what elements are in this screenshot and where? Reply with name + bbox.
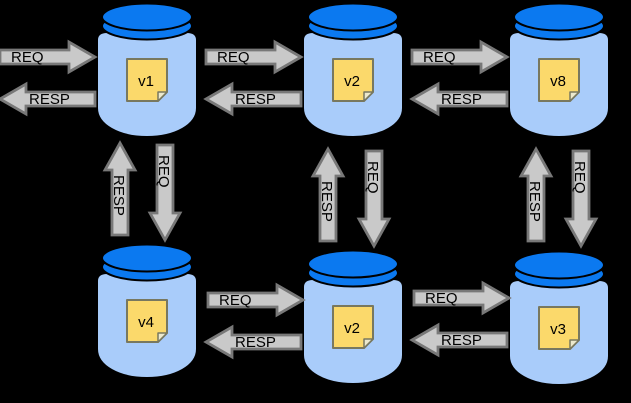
arrow-req-v2-to-v8: REQ	[410, 40, 509, 74]
arrow-label: REQ	[217, 49, 250, 66]
sticky-note-label: v8	[550, 73, 566, 90]
arrow-req-v2-to-v2b: REQ	[357, 149, 391, 248]
database-jar-icon	[302, 249, 404, 385]
arrow-label: REQ	[423, 49, 456, 66]
arrow-req-v2b-to-v3: REQ	[412, 281, 511, 315]
arrow-resp-v1-to-client: RESP	[0, 82, 97, 116]
arrow-resp-v4-to-v1: RESP	[103, 141, 137, 237]
jar-v4-bottom: v4	[96, 243, 198, 379]
arrow-label: REQ	[364, 161, 381, 194]
arrow-label: REQ	[425, 290, 458, 307]
jar-v3-bottom: v3	[508, 250, 610, 386]
jar-v2-bottom: v2	[302, 249, 404, 385]
arrow-req-client-to-v1: REQ	[0, 40, 97, 74]
sticky-note-label: v3	[550, 321, 566, 338]
arrow-label: RESP	[318, 181, 335, 222]
arrow-label: RESP	[235, 334, 276, 351]
arrow-req-v1-to-v2: REQ	[204, 40, 303, 74]
arrow-label: REQ	[219, 292, 252, 309]
arrow-resp-v8-to-v2: RESP	[410, 82, 509, 116]
arrow-label: RESP	[441, 91, 482, 108]
arrow-req-v8-to-v3: REQ	[564, 149, 598, 248]
arrow-label: REQ	[11, 49, 44, 66]
database-jar-icon	[96, 243, 198, 379]
arrow-label: RESP	[110, 175, 127, 216]
database-jar-icon	[302, 2, 404, 138]
sticky-note-label: v1	[138, 73, 154, 90]
database-jar-icon	[508, 250, 610, 386]
sticky-note-label: v2	[344, 73, 360, 90]
jar-v1-top: v1	[96, 2, 198, 138]
jar-v8-top: v8	[508, 2, 610, 138]
arrow-resp-v2-to-v1: RESP	[204, 82, 303, 116]
sticky-note-label: v4	[138, 314, 154, 331]
arrow-label: REQ	[155, 155, 172, 188]
arrow-resp-v2b-to-v4: RESP	[204, 325, 303, 359]
arrow-req-v1-to-v4: REQ	[148, 143, 182, 242]
database-jar-icon	[96, 2, 198, 138]
arrow-resp-v3-to-v2b: RESP	[410, 323, 509, 357]
arrow-req-v4-to-v2b: REQ	[206, 283, 305, 317]
arrow-label: REQ	[571, 161, 588, 194]
arrow-label: RESP	[526, 181, 543, 222]
sticky-note-label: v2	[344, 320, 360, 337]
arrow-label: RESP	[235, 91, 276, 108]
database-jar-icon	[508, 2, 610, 138]
jar-v2-top: v2	[302, 2, 404, 138]
arrow-resp-v3-to-v8: RESP	[519, 147, 553, 243]
arrow-label: RESP	[441, 332, 482, 349]
arrow-label: RESP	[29, 91, 70, 108]
arrow-resp-v2b-to-v2: RESP	[311, 147, 345, 243]
